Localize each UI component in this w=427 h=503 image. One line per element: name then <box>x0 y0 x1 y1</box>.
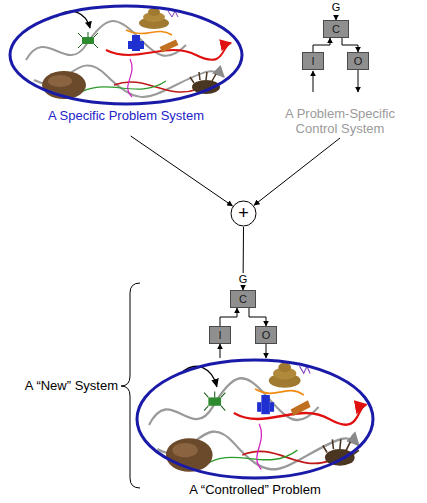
connector-arrow <box>243 227 245 290</box>
input-arrow <box>313 71 314 92</box>
sum-circle: + <box>230 200 257 227</box>
input-box: I <box>209 326 231 344</box>
bracket-label: A “New” System <box>0 378 118 393</box>
controlled-problem: A “Controlled” Problem <box>135 358 375 498</box>
goal-label: G <box>236 273 250 285</box>
box-letter: C <box>332 23 340 35</box>
box-letter: O <box>354 55 363 67</box>
connector-arrow <box>342 38 358 52</box>
problem-system: A Specific Problem System <box>8 4 244 136</box>
node-label: A Specific Problem System <box>8 108 244 123</box>
ellipse-shape <box>10 6 242 104</box>
goal-label: G <box>330 1 342 13</box>
label-block: A Specific Problem System <box>8 108 244 123</box>
connector-arrow <box>220 344 221 358</box>
connector-arrow <box>131 136 233 206</box>
connector-arrow <box>254 138 340 205</box>
connector-arrow <box>313 38 330 52</box>
circle-shape <box>231 201 256 226</box>
node-label: A Problem-Specific Control System <box>275 106 405 136</box>
label-block: A Problem-Specific Control System <box>275 106 405 136</box>
node-label: A “Controlled” Problem <box>135 482 375 497</box>
operator-symbol: + <box>238 203 249 224</box>
box-letter: O <box>262 329 271 341</box>
connector-arrow <box>249 308 266 326</box>
bracket <box>121 283 140 488</box>
ellipse-outline <box>135 358 375 480</box>
ellipse-shape <box>137 360 373 478</box>
connector-arrow <box>220 308 237 326</box>
box-letter: I <box>311 55 314 67</box>
output-arrow <box>358 70 359 92</box>
controller-box: C <box>230 290 256 308</box>
box-letter: I <box>218 329 221 341</box>
control-system-group: A Problem-Specific Control System C I O <box>275 2 405 138</box>
output-box: O <box>347 52 369 70</box>
controller-box: C <box>323 20 349 38</box>
connector-arrow <box>266 344 267 358</box>
circle-text-wrap: + <box>230 200 257 227</box>
box-letter: C <box>239 293 247 305</box>
output-box: O <box>255 326 277 344</box>
ellipse-outline <box>8 4 244 106</box>
input-box: I <box>302 52 324 70</box>
label-block: A “Controlled” Problem <box>135 482 375 497</box>
